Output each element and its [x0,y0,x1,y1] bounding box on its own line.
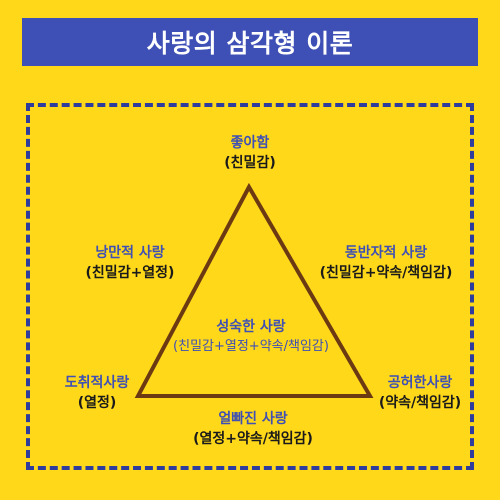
center-detail: (친밀감+열정+약속/책임감) [173,339,329,354]
vertex-bottom-right-name: 공허한사랑 [387,375,453,391]
edge-left-label: 낭만적 사랑 (친밀감+열정) [86,243,175,283]
vertex-bottom-right-label: 공허한사랑 (약속/책임감) [379,373,461,413]
title-bar: 사랑의 삼각형 이론 [22,18,478,66]
vertex-top-detail: (친밀감) [224,155,276,171]
love-triangle [134,182,374,398]
page-title: 사랑의 삼각형 이론 [146,29,354,58]
vertex-bottom-left-label: 도취적사랑 (열정) [65,373,129,413]
edge-bottom-detail: (열정+약속/책임감) [193,431,313,447]
edge-right-detail: (친밀감+약속/책임감) [319,265,453,281]
edge-right-name: 동반자적 사랑 [344,245,428,261]
vertex-bottom-left-detail: (열정) [77,395,117,411]
vertex-bottom-right-detail: (약속/책임감) [378,395,462,411]
dashed-frame [26,103,474,470]
edge-bottom-label: 얼빠진 사랑 (열정+약속/책임감) [193,409,313,449]
vertex-top-name: 좋아함 [230,135,270,151]
edge-left-detail: (친밀감+열정) [85,265,175,281]
vertex-top-label: 좋아함 (친밀감) [224,133,275,173]
vertex-bottom-left-name: 도취적사랑 [64,375,130,391]
edge-right-label: 동반자적 사랑 (친밀감+약속/책임감) [320,243,453,283]
edge-bottom-name: 얼빠진 사랑 [218,411,288,427]
center-name: 성숙한 사랑 [216,319,286,335]
edge-left-name: 낭만적 사랑 [95,245,165,261]
center-label: 성숙한 사랑 (친밀감+열정+약속/책임감) [173,317,329,357]
